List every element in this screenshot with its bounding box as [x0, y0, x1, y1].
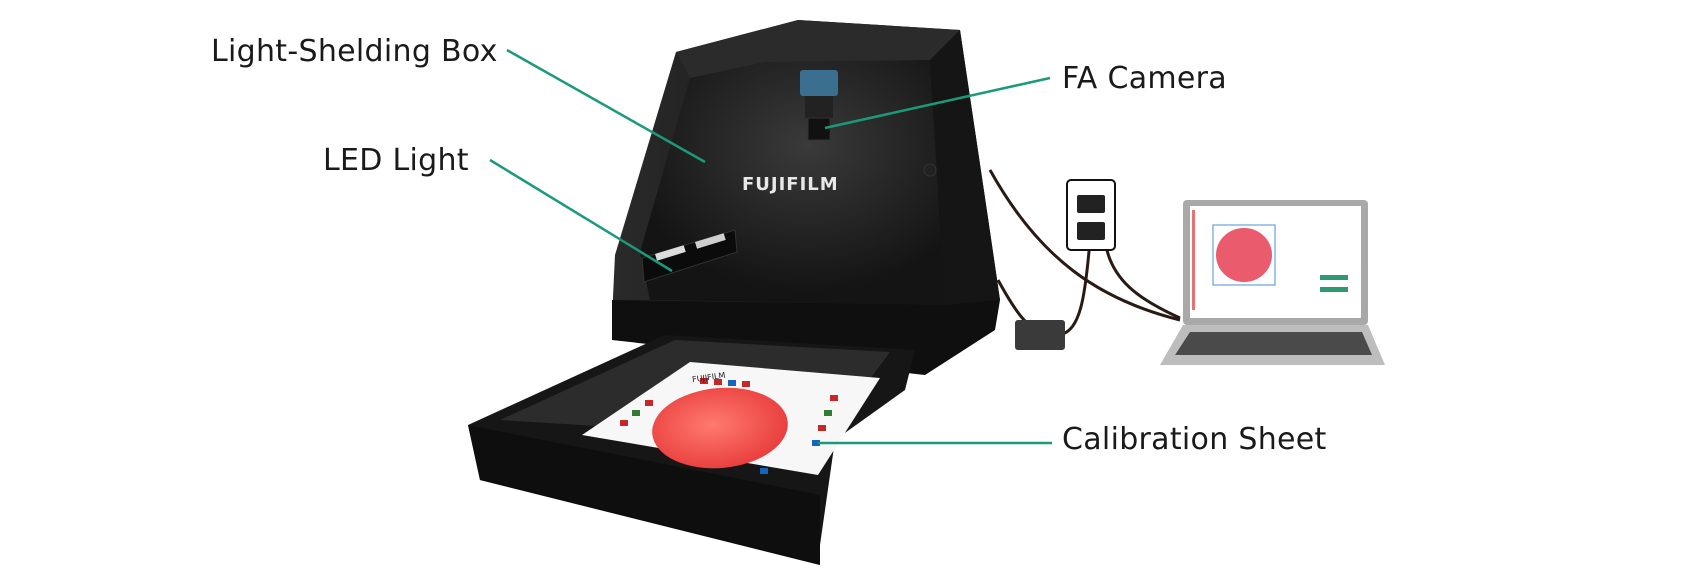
wall-outlet	[1066, 179, 1116, 251]
leader-line-fa-camera	[824, 76, 1051, 130]
brand-logo: FUJIFILM	[742, 174, 839, 195]
power-adapter	[1015, 320, 1065, 350]
leader-lines	[489, 48, 1052, 445]
label-fa-camera: FA Camera	[1062, 61, 1227, 96]
label-calibration-sheet: Calibration Sheet	[1062, 422, 1327, 457]
label-light-shielding-box: Light-Shelding Box	[211, 34, 498, 69]
leader-line-led-light	[489, 158, 673, 273]
laptop	[1160, 200, 1385, 365]
leader-line-light-shielding-box	[506, 48, 706, 164]
fa-camera	[800, 70, 838, 141]
calibration-sheet	[582, 362, 880, 475]
label-led-light: LED Light	[323, 143, 469, 178]
led-light	[641, 229, 738, 283]
